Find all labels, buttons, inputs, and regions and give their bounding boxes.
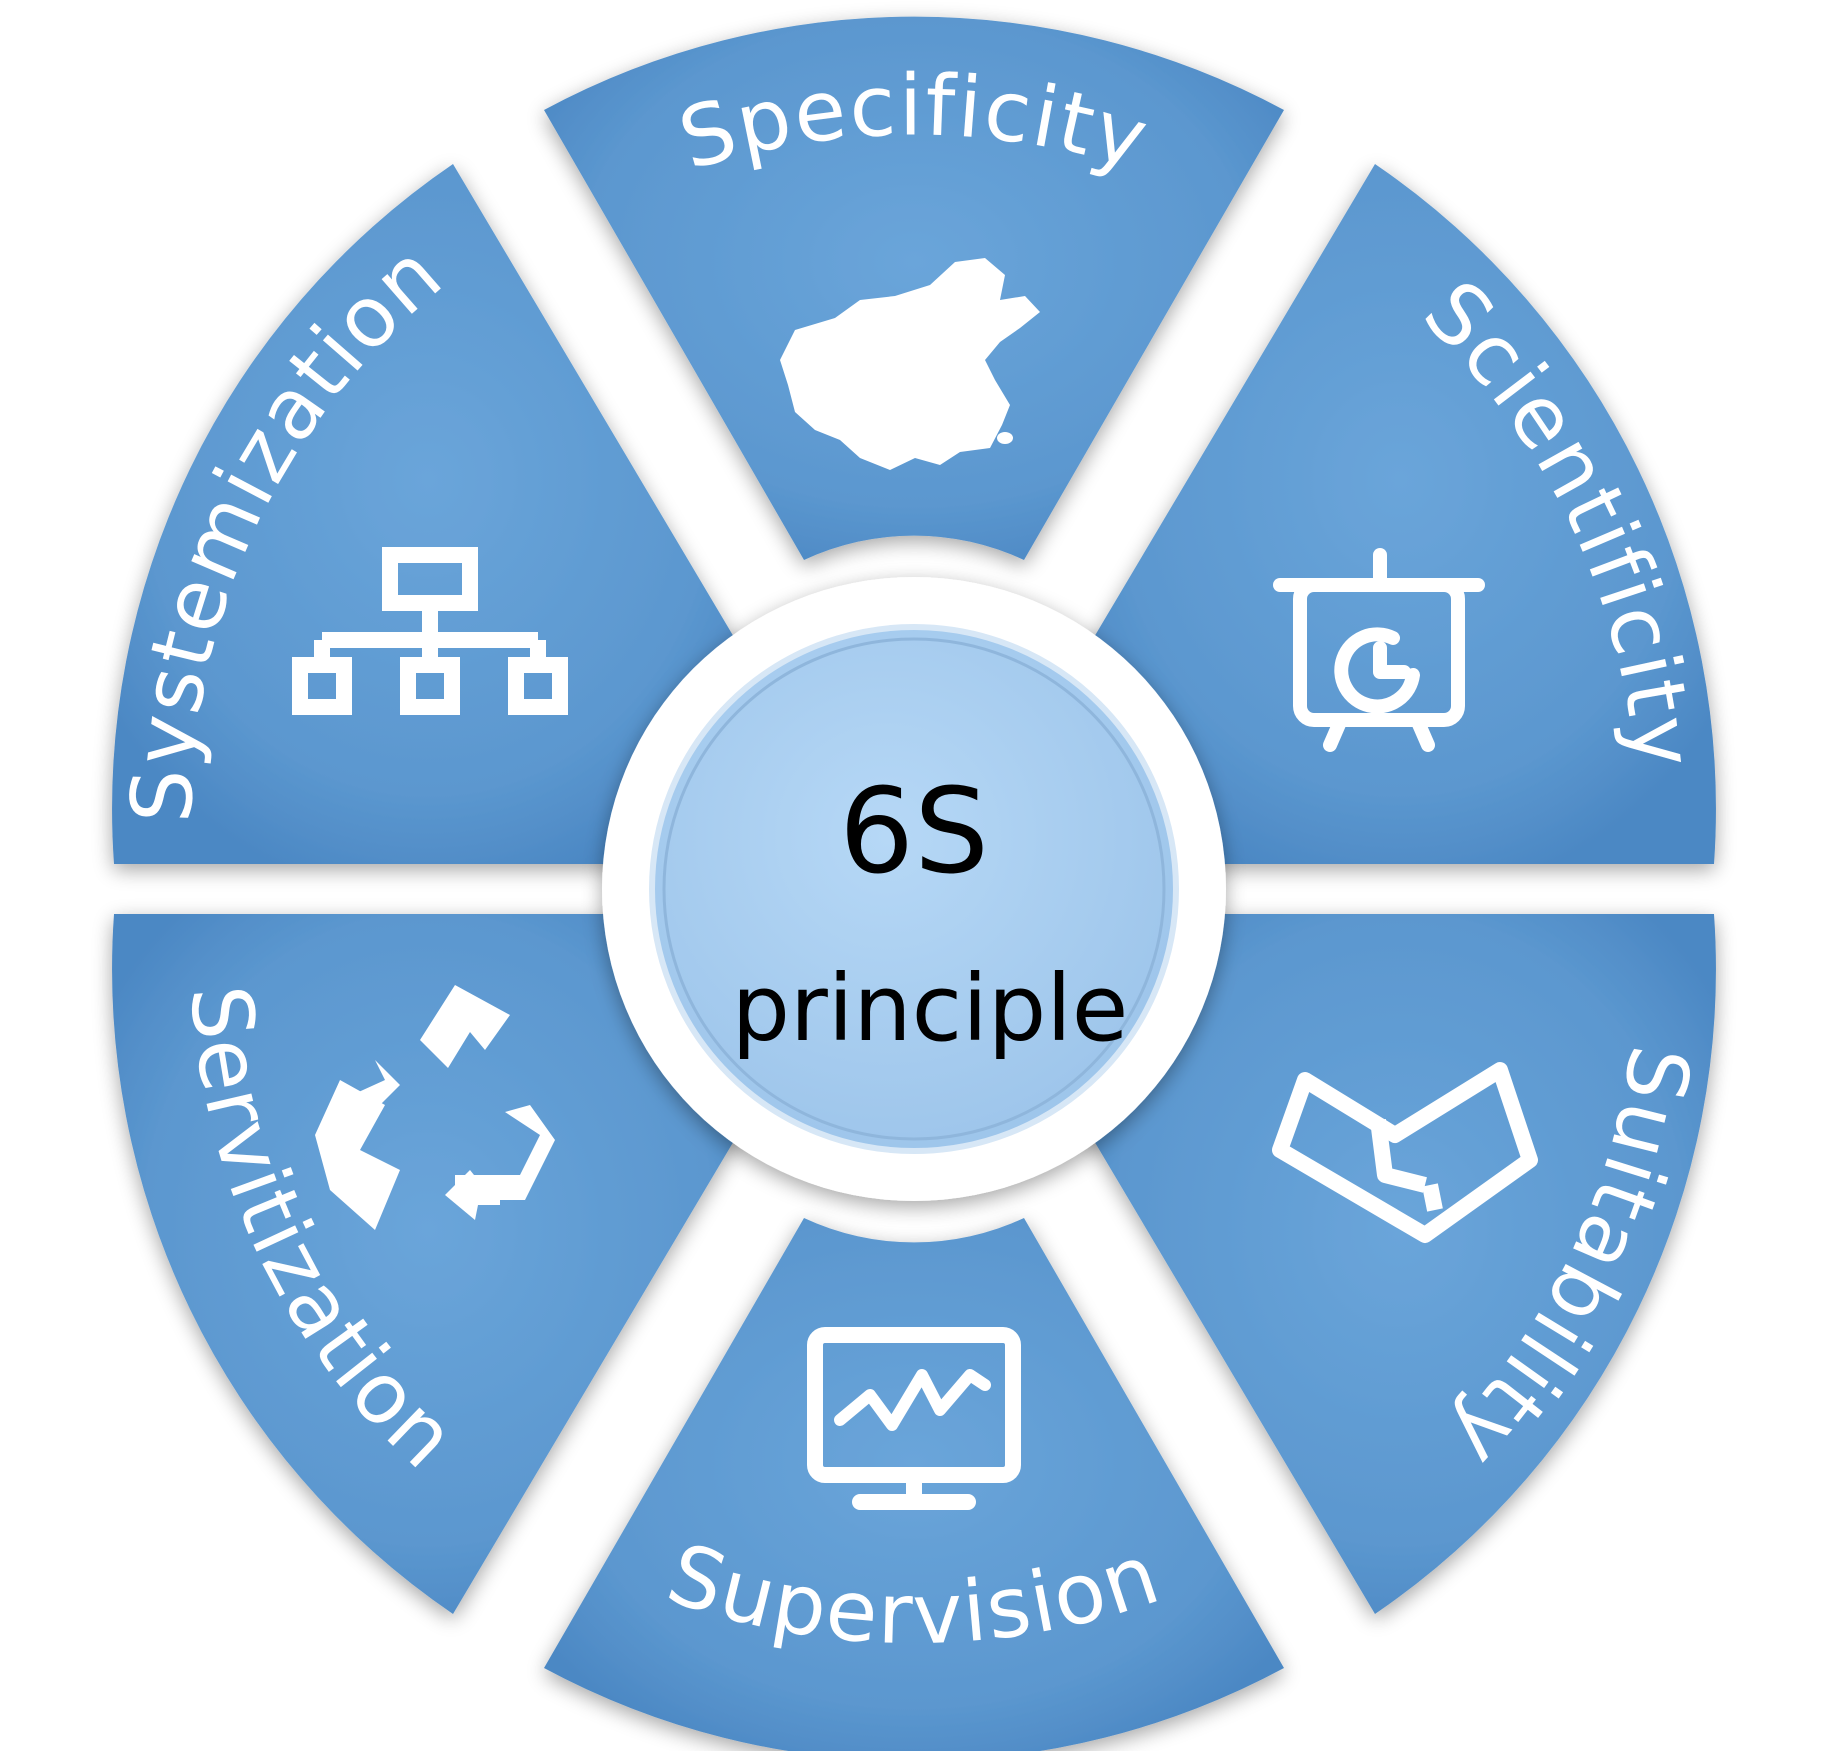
segment-suitability [1084, 914, 1716, 1614]
segment-scientificity [1084, 164, 1716, 864]
segment-specificity [544, 16, 1284, 561]
china-map-icon [780, 258, 1040, 470]
recycle-icon [315, 985, 555, 1230]
monitor-chart-icon [807, 1327, 1021, 1510]
map-document-icon [1272, 1062, 1538, 1243]
center-subtitle: principle [732, 955, 1129, 1062]
hierarchy-chart-icon [292, 547, 568, 715]
presentation-board-icon [1273, 548, 1485, 752]
center-title: 6S [839, 762, 989, 900]
segment-servitization [112, 914, 745, 1614]
center-hub: 6S principle [602, 577, 1226, 1201]
center-disc [649, 624, 1179, 1154]
segment-systemization [112, 164, 744, 864]
